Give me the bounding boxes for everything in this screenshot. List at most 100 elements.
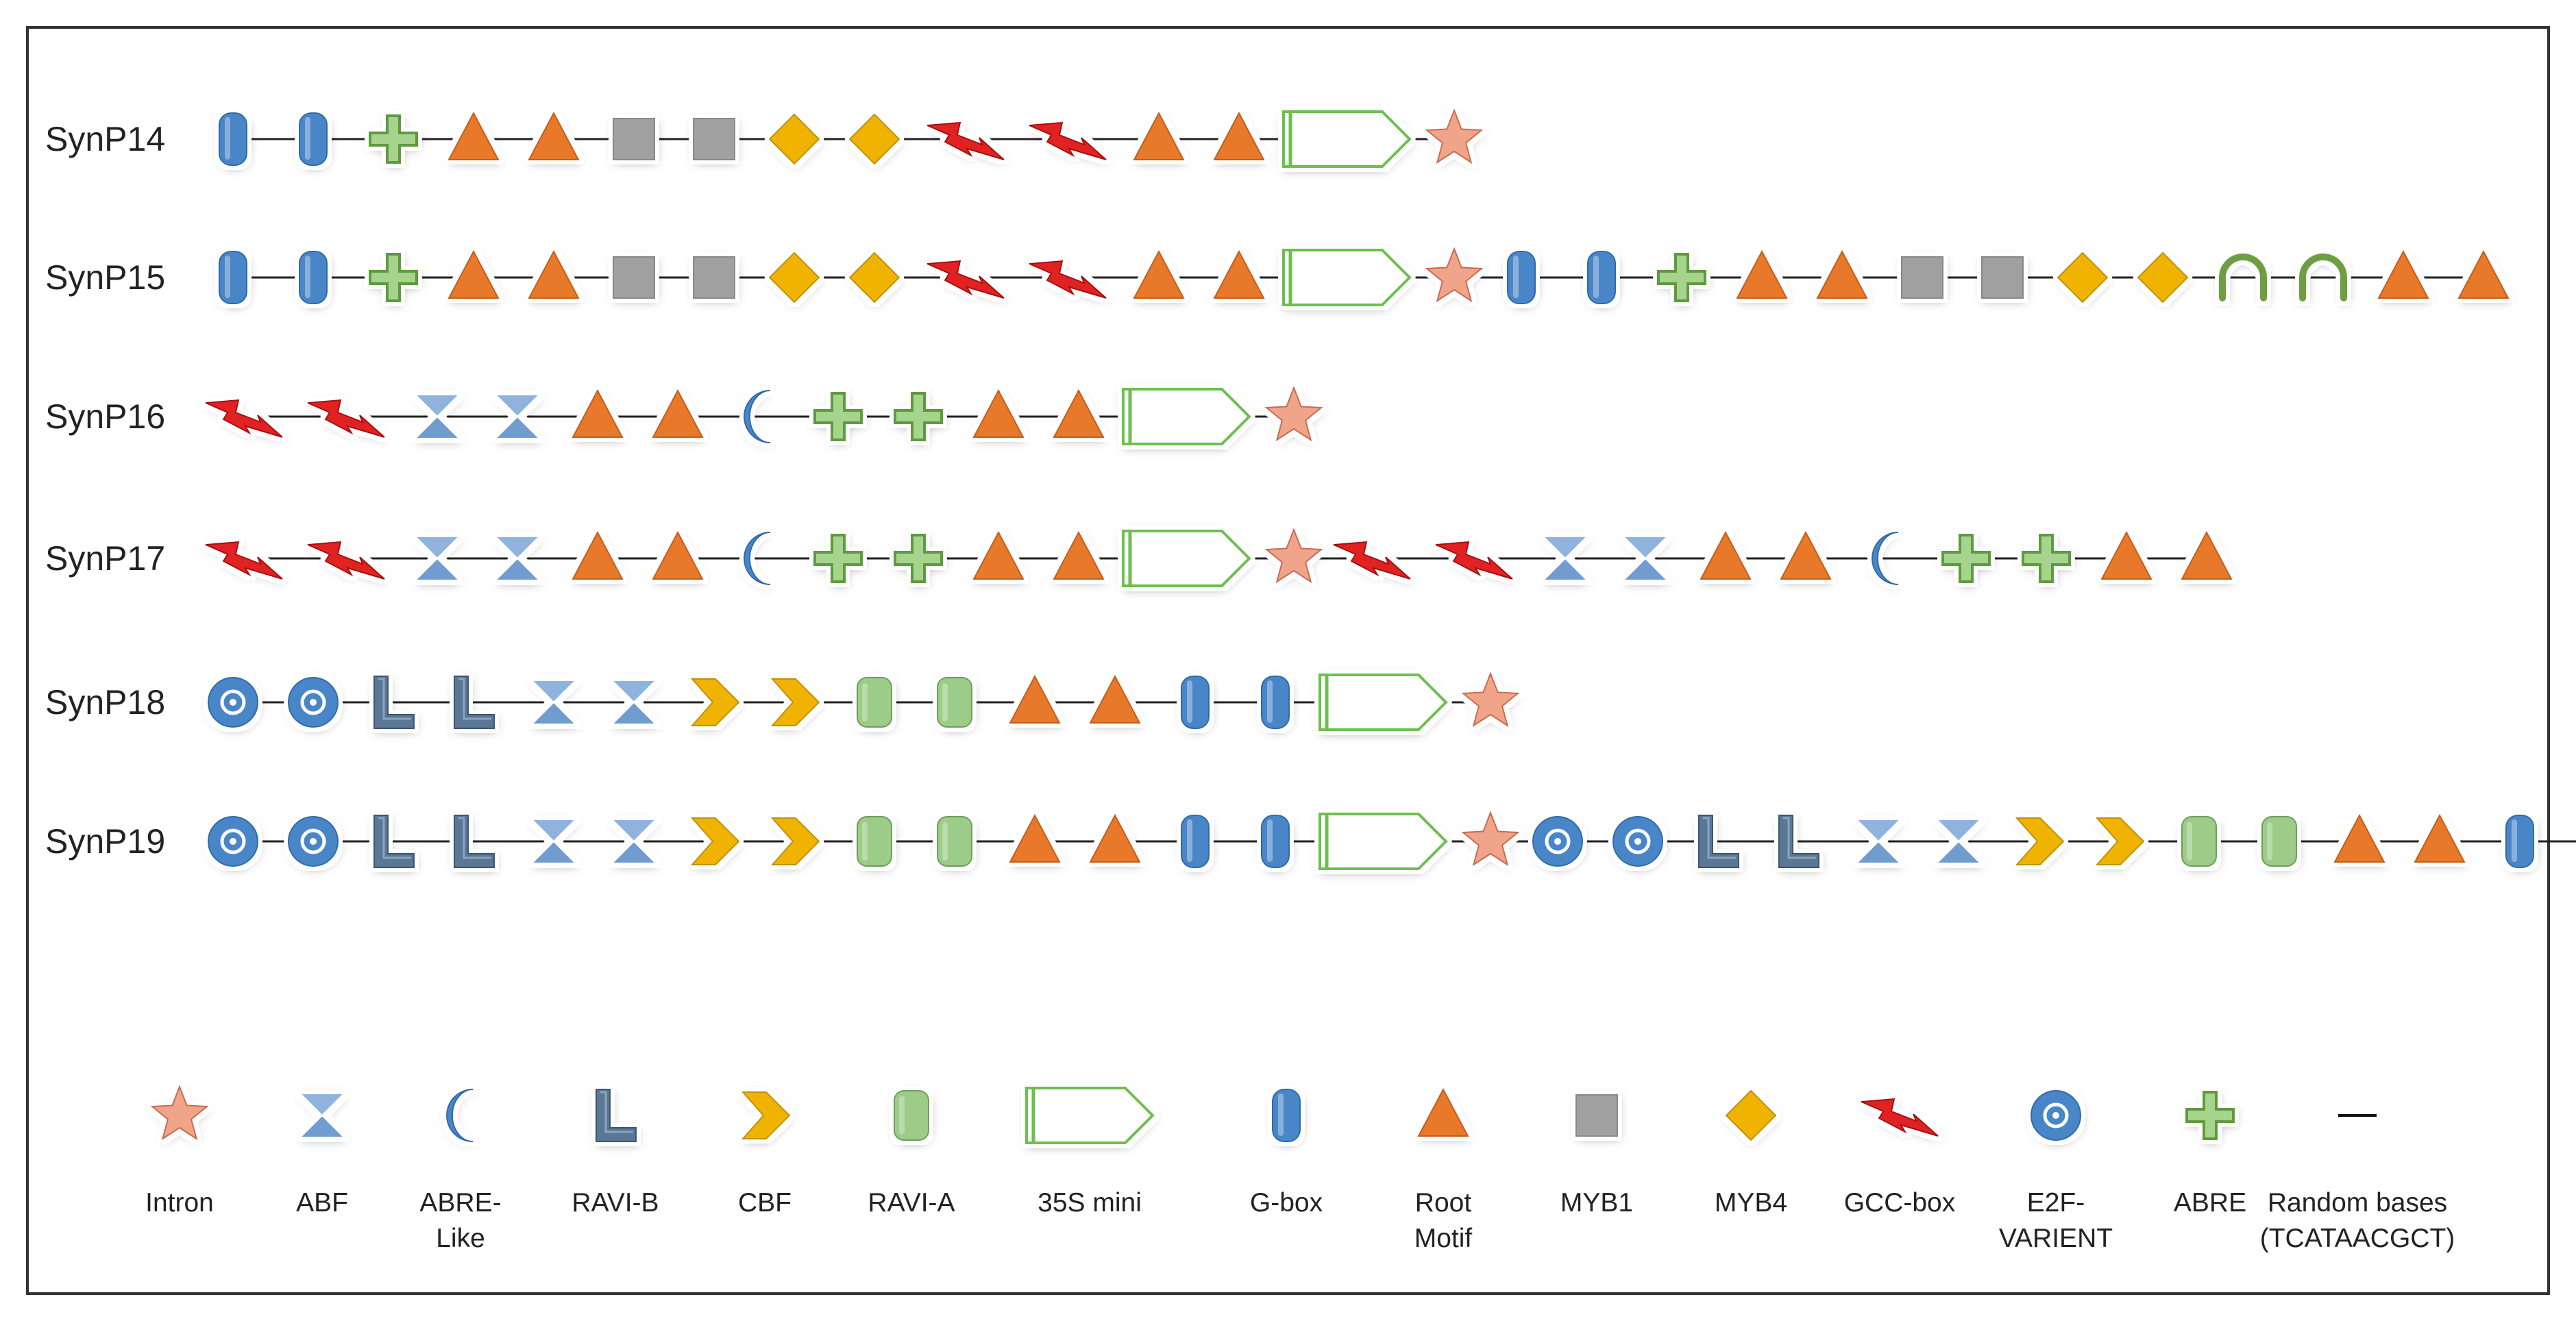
abre-icon [2185, 1091, 2235, 1140]
abre-like-icon [744, 390, 771, 443]
root-motif-icon [972, 388, 1025, 438]
35s-mini-icon [1282, 110, 1412, 168]
gcc-box-icon [1333, 541, 1411, 580]
row-synp17: SynP17 [45, 528, 2233, 587]
abf-icon [530, 680, 578, 725]
myb4-icon [1725, 1089, 1777, 1141]
g-box-icon [299, 112, 328, 166]
legend-label: ABF [296, 1188, 348, 1218]
intron-icon [1425, 247, 1484, 303]
legend-item-35s: 35S mini [1025, 1087, 1155, 1218]
root-motif-icon [1736, 249, 1788, 299]
root-motif-icon [1213, 111, 1265, 160]
ravi-b-icon [373, 815, 415, 868]
e2f-varient-icon [208, 816, 258, 867]
legend-label: Intron [145, 1188, 214, 1218]
ravi-a-icon [937, 816, 972, 867]
ravi-b-icon [454, 676, 495, 729]
cbf-icon [770, 678, 820, 726]
legend-label: VARIENT [1999, 1224, 2113, 1253]
gcc-box-icon [1029, 260, 1107, 299]
legend-item-intron: Intron [145, 1085, 214, 1218]
myb1-icon [613, 256, 655, 299]
legend-item-ravib: RAVI-B [572, 1089, 659, 1218]
legend-item-ravia: RAVI-A [868, 1090, 955, 1218]
myb1-icon [693, 256, 735, 299]
legend-label: Motif [1414, 1224, 1473, 1253]
legend-item-abf: ABF [296, 1093, 348, 1218]
g-box-icon [1261, 815, 1290, 868]
legend-label: 35S mini [1038, 1188, 1142, 1218]
abf-icon [1621, 536, 1669, 581]
intron-icon [1461, 671, 1520, 728]
intron-icon [1264, 528, 1323, 584]
ravi-b-icon [454, 815, 495, 868]
root-motif-icon [447, 249, 500, 299]
arch-motif-icon [2299, 254, 2347, 301]
row-synp19: SynP19 [45, 811, 2576, 870]
legend-label: CBF [738, 1188, 792, 1218]
intron-icon [1425, 108, 1484, 164]
root-motif-icon [2457, 249, 2510, 299]
abre-icon [1941, 534, 1991, 583]
legend-item-gbox: G-box [1250, 1089, 1323, 1218]
35s-mini-icon [1025, 1087, 1155, 1144]
gcc-box-icon [1029, 121, 1107, 160]
root-motif-icon [652, 388, 704, 438]
abf-icon [493, 394, 541, 439]
intron-icon [1461, 811, 1520, 867]
abf-icon [493, 536, 541, 581]
root-motif-icon [572, 530, 624, 580]
cbf-icon [770, 817, 820, 865]
abre-icon [1657, 253, 1706, 302]
legend-item-e2f: E2F-VARIENT [1999, 1090, 2113, 1253]
row-synp14: SynP14 [45, 108, 1484, 168]
legend-label: Like [436, 1224, 485, 1253]
g-box-icon [219, 251, 247, 304]
abf-icon [610, 680, 658, 725]
root-motif-icon [1009, 674, 1061, 724]
myb4-icon [768, 251, 820, 304]
abre-icon [894, 392, 943, 441]
arch-motif-icon [2219, 254, 2267, 301]
abre-like-icon [1872, 532, 1899, 585]
cbf-icon [2015, 817, 2065, 865]
root-motif-icon [1700, 530, 1752, 580]
myb1-icon [1575, 1094, 1618, 1137]
legend-label: ABRE [2174, 1188, 2246, 1218]
myb1-icon [1901, 256, 1943, 299]
root-motif-icon [1213, 249, 1265, 299]
row-synp16: SynP16 [45, 386, 1323, 445]
row-label: SynP18 [45, 683, 165, 721]
myb4-icon [848, 113, 900, 165]
ravi-b-icon [1698, 815, 1739, 868]
myb1-icon [613, 118, 655, 160]
root-motif-icon [2377, 249, 2429, 299]
root-motif-icon [972, 530, 1025, 580]
root-motif-icon [1780, 530, 1832, 580]
legend-label: MYB1 [1560, 1188, 1633, 1218]
g-box-icon [1181, 676, 1210, 729]
ravi-b-icon [1778, 815, 1819, 868]
e2f-varient-icon [288, 677, 339, 728]
abf-icon [413, 536, 461, 581]
root-motif-icon [2181, 530, 2233, 580]
root-motif-icon [652, 530, 704, 580]
abre-icon [894, 534, 943, 583]
gcc-box-icon [205, 399, 283, 438]
abre-icon [369, 253, 418, 302]
root-motif-icon [447, 111, 500, 160]
row-synp15: SynP15 [45, 247, 2510, 306]
root-motif-icon [1089, 674, 1141, 724]
abf-icon [530, 819, 578, 864]
root-motif-icon [1417, 1087, 1469, 1137]
legend-label: G-box [1250, 1188, 1323, 1218]
root-motif-icon [528, 249, 580, 299]
legend-item-abre: ABRE [2174, 1091, 2246, 1218]
root-motif-icon [528, 111, 580, 160]
root-motif-icon [2414, 813, 2466, 863]
myb1-icon [693, 118, 735, 160]
